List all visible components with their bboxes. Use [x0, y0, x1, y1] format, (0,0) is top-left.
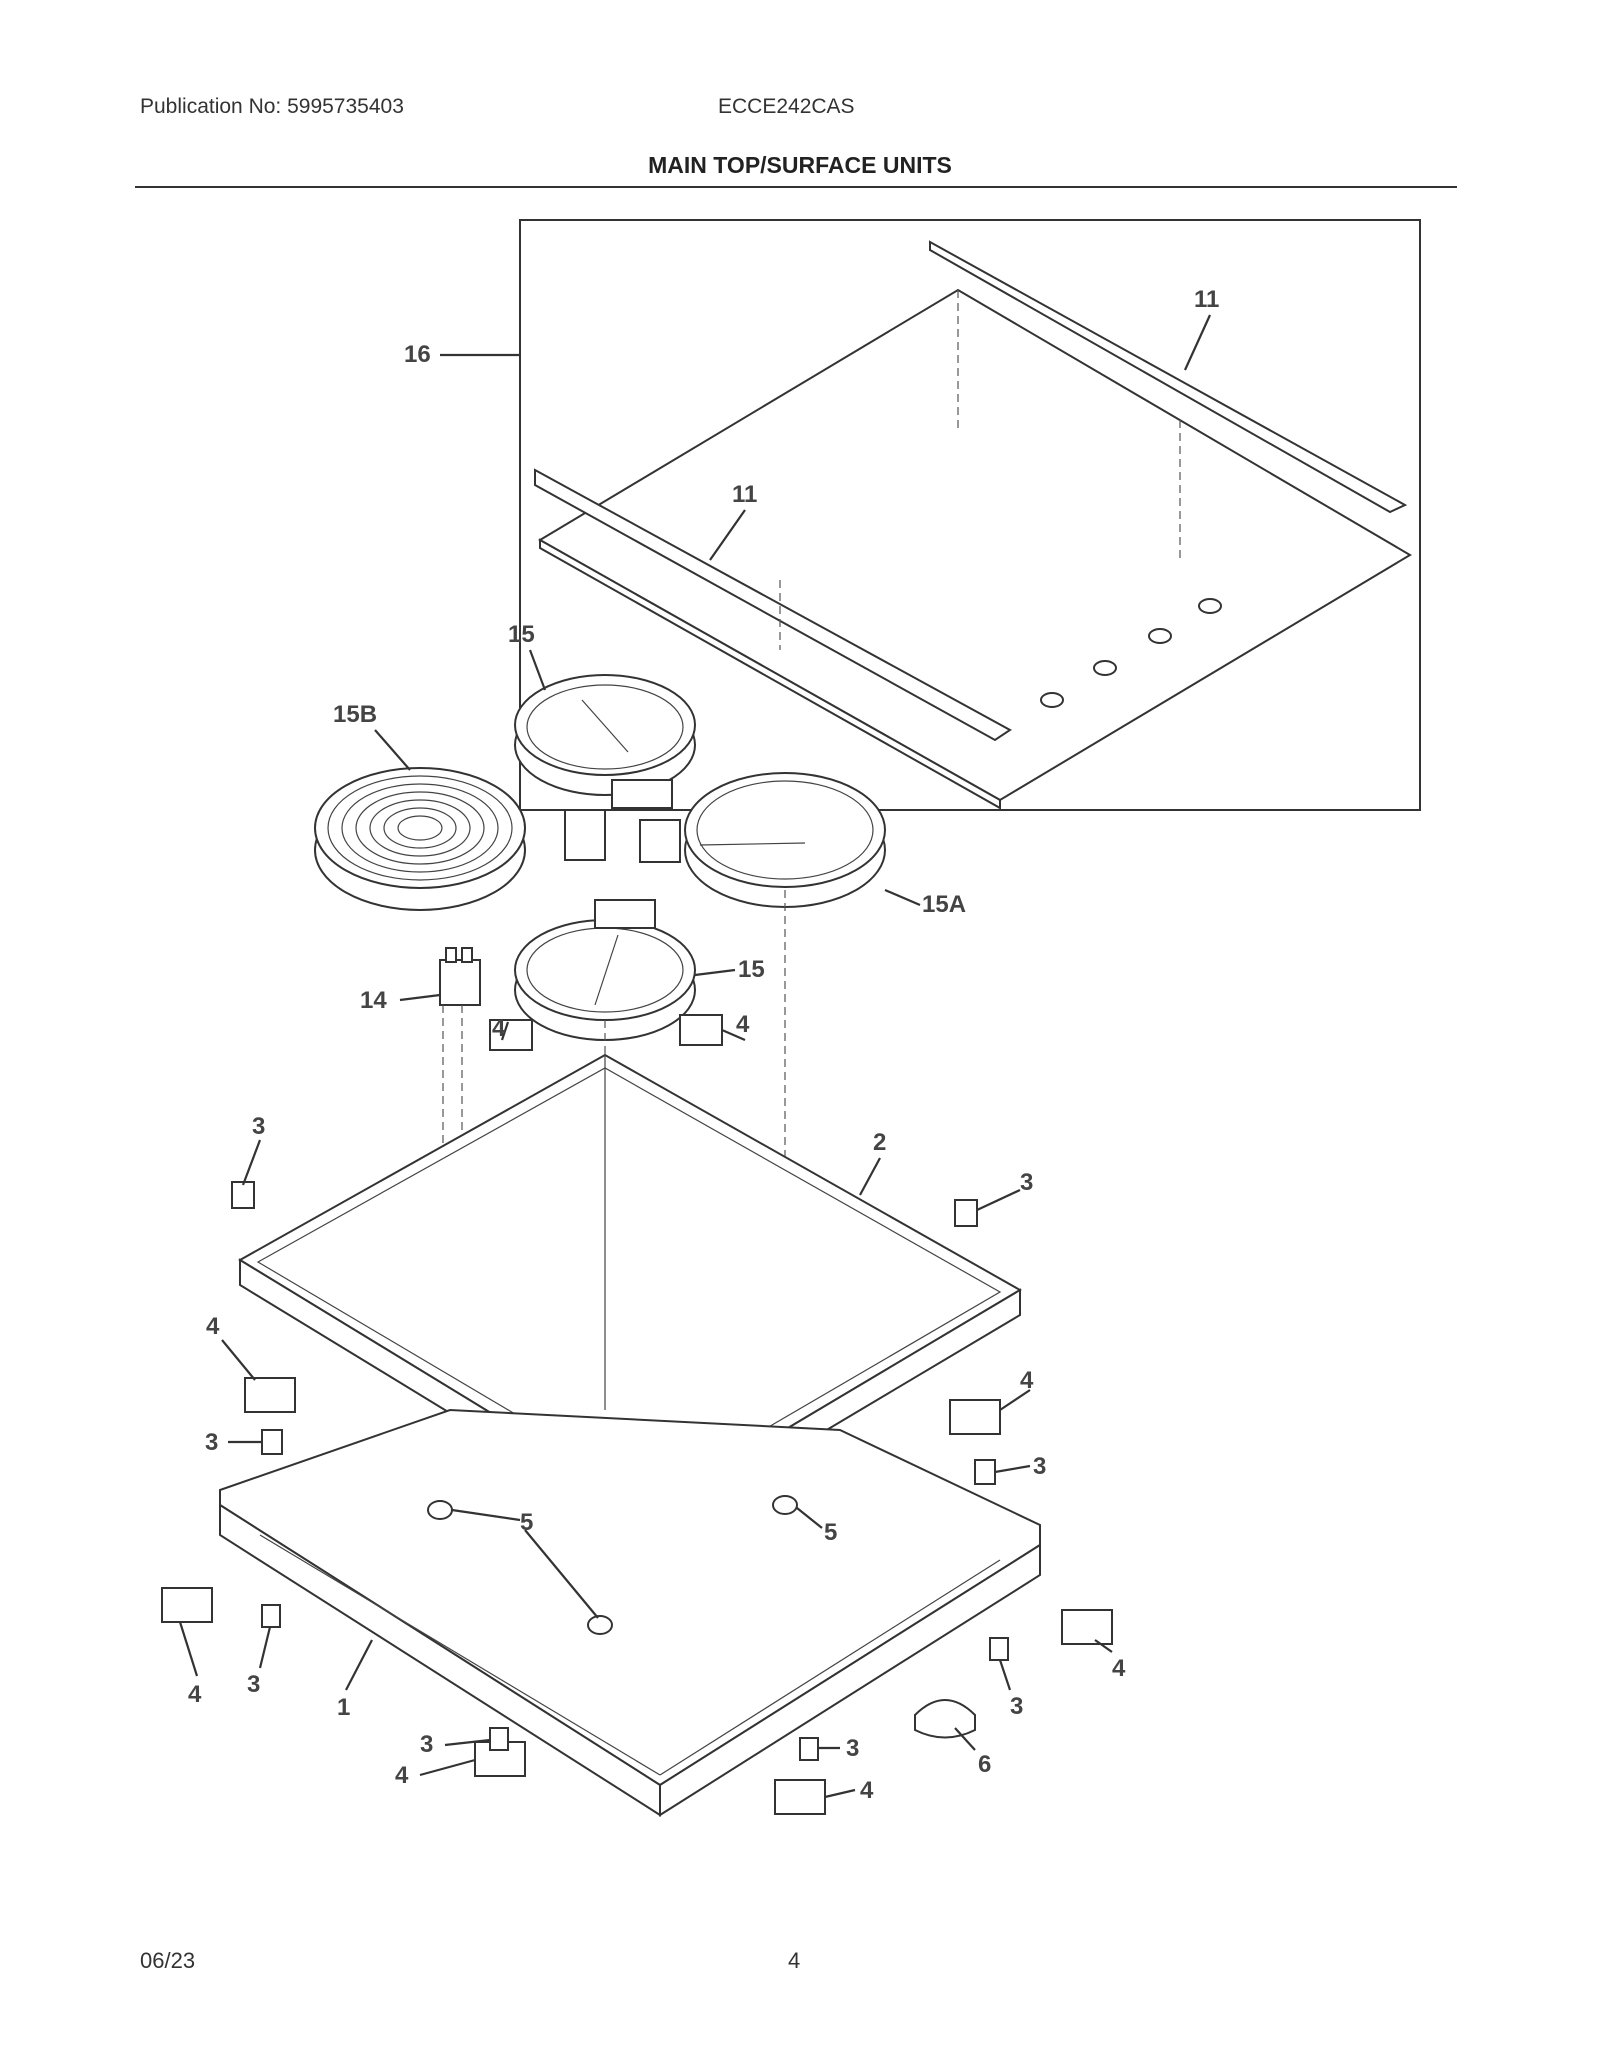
indicator-icon [1093, 660, 1117, 676]
indicator-icon [1040, 692, 1064, 708]
callout-2: 2 [873, 1129, 886, 1156]
model-number: ECCE242CAS [718, 95, 855, 118]
surface-elements [314, 674, 886, 1400]
indicator-icon [1198, 598, 1222, 614]
standoff-5 [587, 1615, 613, 1635]
page-title: MAIN TOP/SURFACE UNITS [648, 152, 952, 178]
callout-3-e: 3 [247, 1671, 260, 1698]
element-terminal-block [611, 779, 673, 809]
element-terminal-block [639, 819, 681, 863]
callout-3-d: 3 [1033, 1453, 1046, 1480]
callout-4-a: 4 [492, 1015, 506, 1042]
main-top-frame-1 [219, 1408, 1041, 1817]
trim-strip-rear [929, 240, 1408, 514]
header-rule [135, 186, 1457, 188]
callout-4-f: 4 [1112, 1655, 1126, 1682]
clip-3 [261, 1429, 283, 1455]
glass-top-assembly [519, 219, 1421, 811]
inset-frame [519, 219, 1421, 811]
leader-lines [178, 314, 1212, 1799]
callout-4-g: 4 [395, 1762, 409, 1789]
bracket-4 [161, 1587, 213, 1623]
standoff-5 [427, 1500, 453, 1520]
callout-5-b: 5 [824, 1519, 837, 1546]
callout-4-h: 4 [860, 1777, 874, 1804]
bracket-4 [774, 1779, 826, 1815]
clip-3 [489, 1727, 509, 1751]
callout-4-e: 4 [188, 1681, 202, 1708]
bracket-4 [244, 1377, 296, 1413]
callout-11-front: 11 [732, 481, 757, 508]
callout-5-a: 5 [520, 1509, 533, 1536]
bracket-4 [679, 1014, 723, 1046]
page-number: 4 [788, 1948, 801, 1973]
callout-11-rear: 11 [1194, 286, 1219, 313]
callout-15-front: 15 [738, 956, 765, 983]
bracket-4 [1061, 1609, 1113, 1645]
clip-3 [799, 1737, 819, 1761]
callout-15-rear: 15 [508, 621, 535, 648]
clip-3 [231, 1181, 255, 1209]
callouts: 16 11 11 15 15B 15A 15 14 4 4 3 2 3 4 4 … [188, 286, 1219, 1804]
clip-3 [974, 1459, 996, 1485]
callout-3-g: 3 [420, 1731, 433, 1758]
clip-3 [261, 1604, 281, 1628]
bracket-4 [489, 1019, 533, 1051]
publication-number: Publication No: 5995735403 [140, 95, 404, 118]
clip-3 [954, 1199, 978, 1227]
indicator-icon [1148, 628, 1172, 644]
callout-3-f: 3 [1010, 1693, 1023, 1720]
callout-4-c: 4 [206, 1313, 220, 1340]
trim-strip-front [534, 468, 1012, 742]
callout-15a: 15A [922, 891, 966, 918]
callout-3-b: 3 [1020, 1169, 1033, 1196]
callout-15b: 15B [333, 701, 377, 728]
publication-date: 06/23 [140, 1948, 196, 1973]
grommet-6 [914, 1699, 976, 1739]
element-terminal-block [594, 899, 656, 929]
callout-3-a: 3 [252, 1113, 265, 1140]
callout-3-c: 3 [205, 1429, 218, 1456]
element-terminal-block [564, 809, 606, 861]
callout-3-h: 3 [846, 1735, 859, 1762]
clip-3 [989, 1637, 1009, 1661]
callout-1: 1 [337, 1694, 350, 1721]
bracket-4 [949, 1399, 1001, 1435]
callout-14: 14 [360, 987, 387, 1014]
callout-4-b: 4 [736, 1011, 750, 1038]
callout-4-d: 4 [1020, 1367, 1034, 1394]
terminal-block-14 [439, 959, 481, 1006]
standoff-5 [772, 1495, 798, 1515]
callout-6: 6 [978, 1751, 991, 1778]
callout-16: 16 [404, 341, 431, 368]
